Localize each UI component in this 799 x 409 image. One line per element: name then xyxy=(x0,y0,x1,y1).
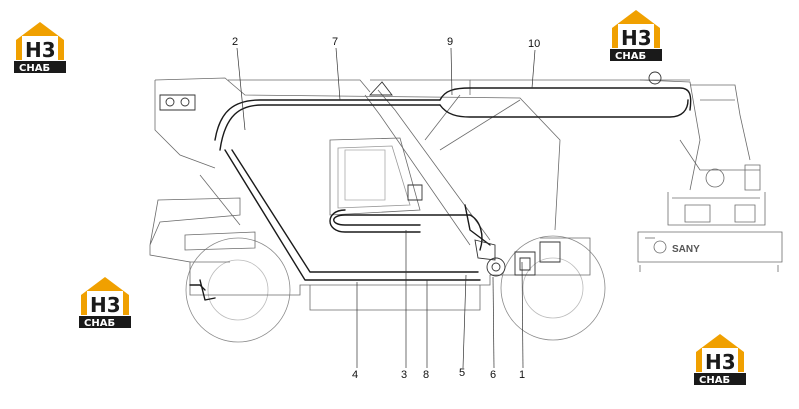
svg-text:H3: H3 xyxy=(705,350,736,374)
callout-6: 6 xyxy=(490,369,496,381)
valve-components xyxy=(159,71,662,277)
boom-structure xyxy=(364,79,761,246)
svg-text:CHAБ: CHAБ xyxy=(699,375,730,386)
callout-10: 10 xyxy=(528,38,540,50)
rear-wheel xyxy=(185,237,291,343)
spreader-frame xyxy=(637,192,783,272)
svg-text:H3: H3 xyxy=(90,293,121,317)
hose-boom-upper xyxy=(214,99,441,141)
pump-component xyxy=(486,257,506,277)
callout-3: 3 xyxy=(401,369,407,381)
hydraulic-hoses xyxy=(189,87,692,301)
watermark-logo-top-left: H3 CHAБ xyxy=(12,20,68,74)
hose-vertical-left xyxy=(224,149,481,281)
svg-text:CHAБ: CHAБ xyxy=(84,318,115,329)
callout-5: 5 xyxy=(459,367,465,379)
watermark-logo-bottom-right: H3 CHAБ xyxy=(692,332,748,386)
svg-text:H3: H3 xyxy=(25,38,56,62)
chassis-outline xyxy=(149,77,690,311)
svg-text:CHAБ: CHAБ xyxy=(615,51,646,62)
callout-2: 2 xyxy=(232,36,238,48)
hose-boom-lower xyxy=(219,104,441,151)
wheels xyxy=(185,235,606,343)
callout-leaders xyxy=(236,47,536,369)
front-wheel xyxy=(500,235,606,341)
callout-1: 1 xyxy=(519,369,525,381)
callout-labels: 2 7 9 10 4 3 8 5 6 1 xyxy=(232,36,540,381)
callout-8: 8 xyxy=(423,369,429,381)
svg-text:H3: H3 xyxy=(621,26,652,50)
svg-text:CHAБ: CHAБ xyxy=(19,63,50,74)
hose-to-valve xyxy=(469,214,483,251)
hose-cab-loop xyxy=(333,214,471,226)
watermark-logo-top-right: H3 CHAБ xyxy=(608,8,664,62)
callout-9: 9 xyxy=(447,36,453,48)
sany-brand-label: SANY xyxy=(672,244,700,255)
watermark-logo-bottom-left: H3 CHAБ xyxy=(77,275,133,329)
hose-to-boom-tip xyxy=(439,87,692,111)
callout-7: 7 xyxy=(332,36,338,48)
callout-4: 4 xyxy=(352,369,358,381)
